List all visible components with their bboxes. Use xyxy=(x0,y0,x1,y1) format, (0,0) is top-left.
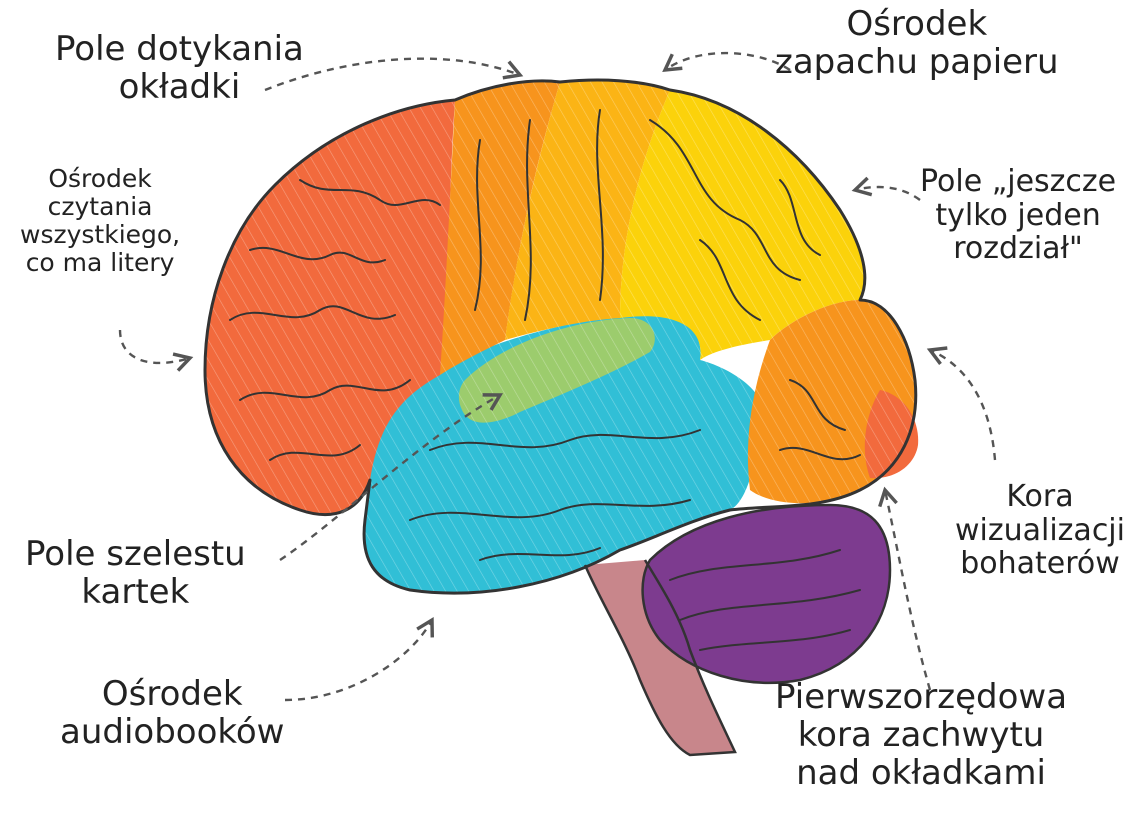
arrow-visualize-heroes xyxy=(930,350,995,460)
arrow-one-more-chapter xyxy=(855,187,920,200)
label-cover-delight: Pierwszorzędowa kora zachwytu nad okładk… xyxy=(775,678,1067,792)
label-line: co ma litery xyxy=(20,249,180,277)
label-touch-cover: Pole dotykania okładki xyxy=(55,30,304,106)
label-line: czytania xyxy=(20,193,180,221)
label-one-more-chapter: Pole „jeszcze tylko jeden rozdział" xyxy=(920,165,1116,266)
label-line: Pierwszorzędowa xyxy=(775,678,1067,716)
label-audiobooks: Ośrodek audiobooków xyxy=(60,675,285,751)
label-line: audiobooków xyxy=(60,713,285,751)
label-read-everything: Ośrodek czytania wszystkiego, co ma lite… xyxy=(20,165,180,277)
label-line: Ośrodek xyxy=(60,675,285,713)
label-page-rustle: Pole szelestu kartek xyxy=(25,535,246,611)
label-line: kora zachwytu xyxy=(775,716,1067,754)
arrow-read-everything xyxy=(120,330,190,363)
label-line: wszystkiego, xyxy=(20,221,180,249)
label-line: tylko jeden xyxy=(920,199,1116,233)
arrow-cover-delight xyxy=(885,490,930,690)
label-line: Kora xyxy=(955,480,1125,514)
label-paper-smell: Ośrodek zapachu papieru xyxy=(775,5,1059,81)
arrow-paper-smell xyxy=(665,53,790,70)
label-line: wizualizacji xyxy=(955,514,1125,548)
label-line: Ośrodek xyxy=(20,165,180,193)
label-line: okładki xyxy=(55,68,304,106)
label-line: nad okładkami xyxy=(775,754,1067,792)
label-line: rozdział" xyxy=(920,232,1116,266)
label-line: bohaterów xyxy=(955,547,1125,581)
label-line: kartek xyxy=(25,573,246,611)
label-line: Pole szelestu xyxy=(25,535,246,573)
arrow-audiobooks xyxy=(285,620,432,700)
label-line: Ośrodek xyxy=(775,5,1059,43)
label-visualize-heroes: Kora wizualizacji bohaterów xyxy=(955,480,1125,581)
label-line: zapachu papieru xyxy=(775,43,1059,81)
label-line: Pole dotykania xyxy=(55,30,304,68)
label-line: Pole „jeszcze xyxy=(920,165,1116,199)
